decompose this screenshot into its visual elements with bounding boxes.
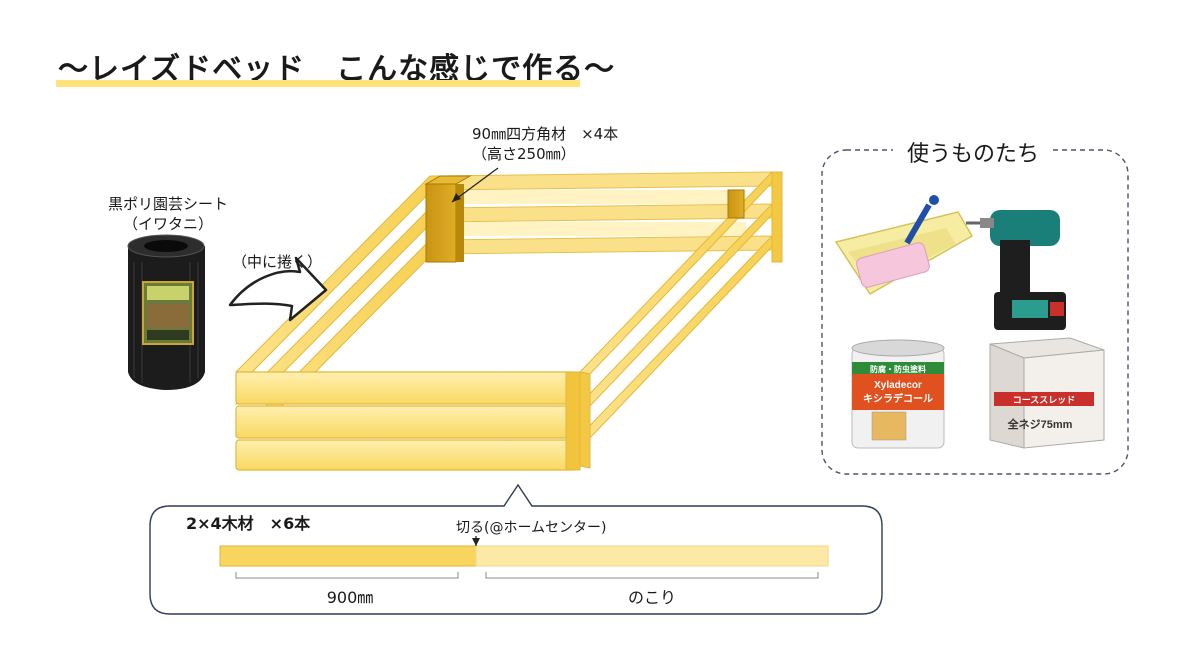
paint-can-icon <box>851 339 945 449</box>
screw-box-icon <box>989 337 1105 449</box>
remainder-label: のこり <box>627 588 676 607</box>
lumber-cut-piece <box>219 545 477 567</box>
lumber-label: 2×4木材 ×6本 <box>186 514 311 533</box>
paint-roller-tray-icon <box>834 195 974 296</box>
cut-length-label: 900㎜ <box>326 588 374 607</box>
remainder-bracket <box>485 572 819 579</box>
paint-can-name: キシラデコール <box>863 392 933 405</box>
wrap-arrow-icon <box>228 256 328 322</box>
cut-label: 切る(@ホームセンター) <box>456 520 607 536</box>
lumber-remainder-piece <box>475 545 829 567</box>
wrap-label: （中に捲く） <box>232 253 323 271</box>
tools-title: 使うものたち <box>893 136 1054 168</box>
impact-driver-icon <box>966 210 1066 330</box>
sheet-label-line1: 黒ポリ園芸シート <box>107 195 228 213</box>
sheet-label-line2: （イワタニ） <box>122 215 213 233</box>
title-underline <box>56 80 580 87</box>
screw-box-size: 全ネジ75mm <box>1007 417 1073 431</box>
paint-can-tag: 防腐・防虫塗料 <box>870 364 926 374</box>
right-wall <box>579 171 784 469</box>
screw-box-name: コーススレッド <box>1013 395 1076 405</box>
cut-length-bracket <box>235 572 459 579</box>
cut-arrow-icon <box>472 538 480 546</box>
post-label-line2: （高さ250㎜） <box>472 145 576 163</box>
post-label-line1: 90㎜四方角材 ×4本 <box>472 125 619 143</box>
paint-can-brand: Xyladecor <box>874 380 922 391</box>
post-pointer-line <box>451 167 499 203</box>
black-poly-sheet-roll <box>127 234 205 390</box>
corner-posts <box>424 175 745 263</box>
front-wall <box>235 371 581 471</box>
